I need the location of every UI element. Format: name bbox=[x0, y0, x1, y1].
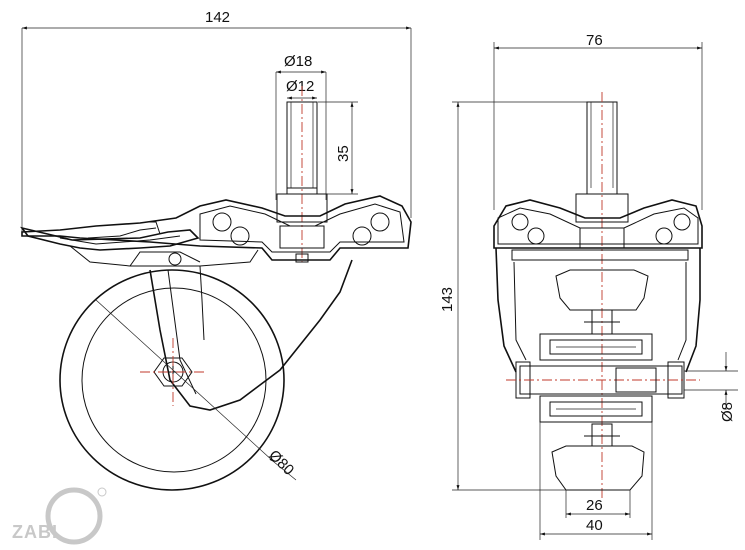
dim-overall-width-label: 142 bbox=[205, 9, 230, 26]
dimension-76: 76 bbox=[493, 32, 703, 210]
axle bbox=[506, 361, 700, 399]
dimension-143: 143 bbox=[439, 101, 602, 491]
brake-pedal bbox=[20, 221, 259, 267]
zabi-logo: ZABI bbox=[12, 487, 107, 545]
wheel-side bbox=[59, 269, 285, 491]
registered-mark-icon bbox=[97, 487, 107, 497]
front-view: 76 143 bbox=[439, 32, 738, 540]
dimension-142: 142 bbox=[21, 9, 412, 232]
dim-wheel-diameter-label: Ø80 bbox=[265, 447, 297, 479]
dim-stem-length-label: 35 bbox=[335, 145, 352, 162]
dimension-axle: Ø8 bbox=[684, 352, 738, 422]
wheel-hub bbox=[539, 333, 653, 423]
caster-fork bbox=[149, 259, 353, 411]
dimension-35: 35 bbox=[318, 101, 358, 195]
dimension-stem-diameters: Ø18 Ø12 bbox=[275, 53, 327, 200]
front-fork bbox=[495, 247, 701, 373]
front-top-plate bbox=[493, 199, 703, 261]
dim-front-height-label: 143 bbox=[439, 287, 456, 312]
swivel-top-plate bbox=[21, 195, 412, 263]
dimension-26-40: 26 40 bbox=[539, 422, 653, 540]
axle-nut bbox=[153, 357, 193, 387]
dim-hub-width-label: 40 bbox=[586, 517, 603, 534]
front-stem bbox=[575, 92, 629, 500]
wheel-tread-bottom bbox=[551, 423, 645, 491]
dim-front-width-label: 76 bbox=[586, 32, 603, 49]
dimension-wheel-diameter: Ø80 bbox=[95, 299, 297, 481]
threaded-stem bbox=[276, 86, 328, 262]
logo-text: ZABI bbox=[12, 522, 58, 542]
dim-tread-width-label: 26 bbox=[586, 497, 603, 514]
dim-stem-outer-label: Ø18 bbox=[284, 53, 312, 70]
dim-axle-label: Ø8 bbox=[719, 402, 736, 422]
dim-stem-thread-label: Ø12 bbox=[286, 78, 314, 95]
logo-ring-icon bbox=[45, 487, 103, 545]
side-view: 142 Ø18 Ø12 35 bbox=[20, 9, 412, 491]
